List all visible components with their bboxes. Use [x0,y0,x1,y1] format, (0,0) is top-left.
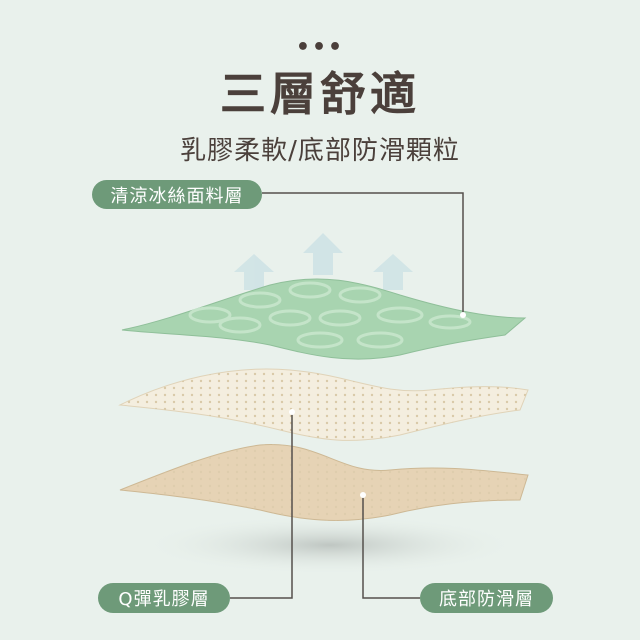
airflow-arrows-icon [234,233,413,290]
label-latex-layer: Q彈乳膠層 [98,583,230,613]
shadow [140,515,520,575]
label-anti-slip-layer: 底部防滑層 [420,583,553,613]
decorative-dots: ••• [295,35,345,60]
page-subtitle: 乳膠柔軟/底部防滑顆粒 [180,136,460,166]
label-cooling-fabric-layer: 清涼冰絲面料層 [92,180,262,209]
cooling-fabric-layer [121,278,527,360]
callout-dot [360,492,366,498]
page-title: 三層舒適 [220,67,420,121]
callout-dot [460,312,466,318]
callout-dot [289,409,295,415]
callout-lines [230,192,464,599]
